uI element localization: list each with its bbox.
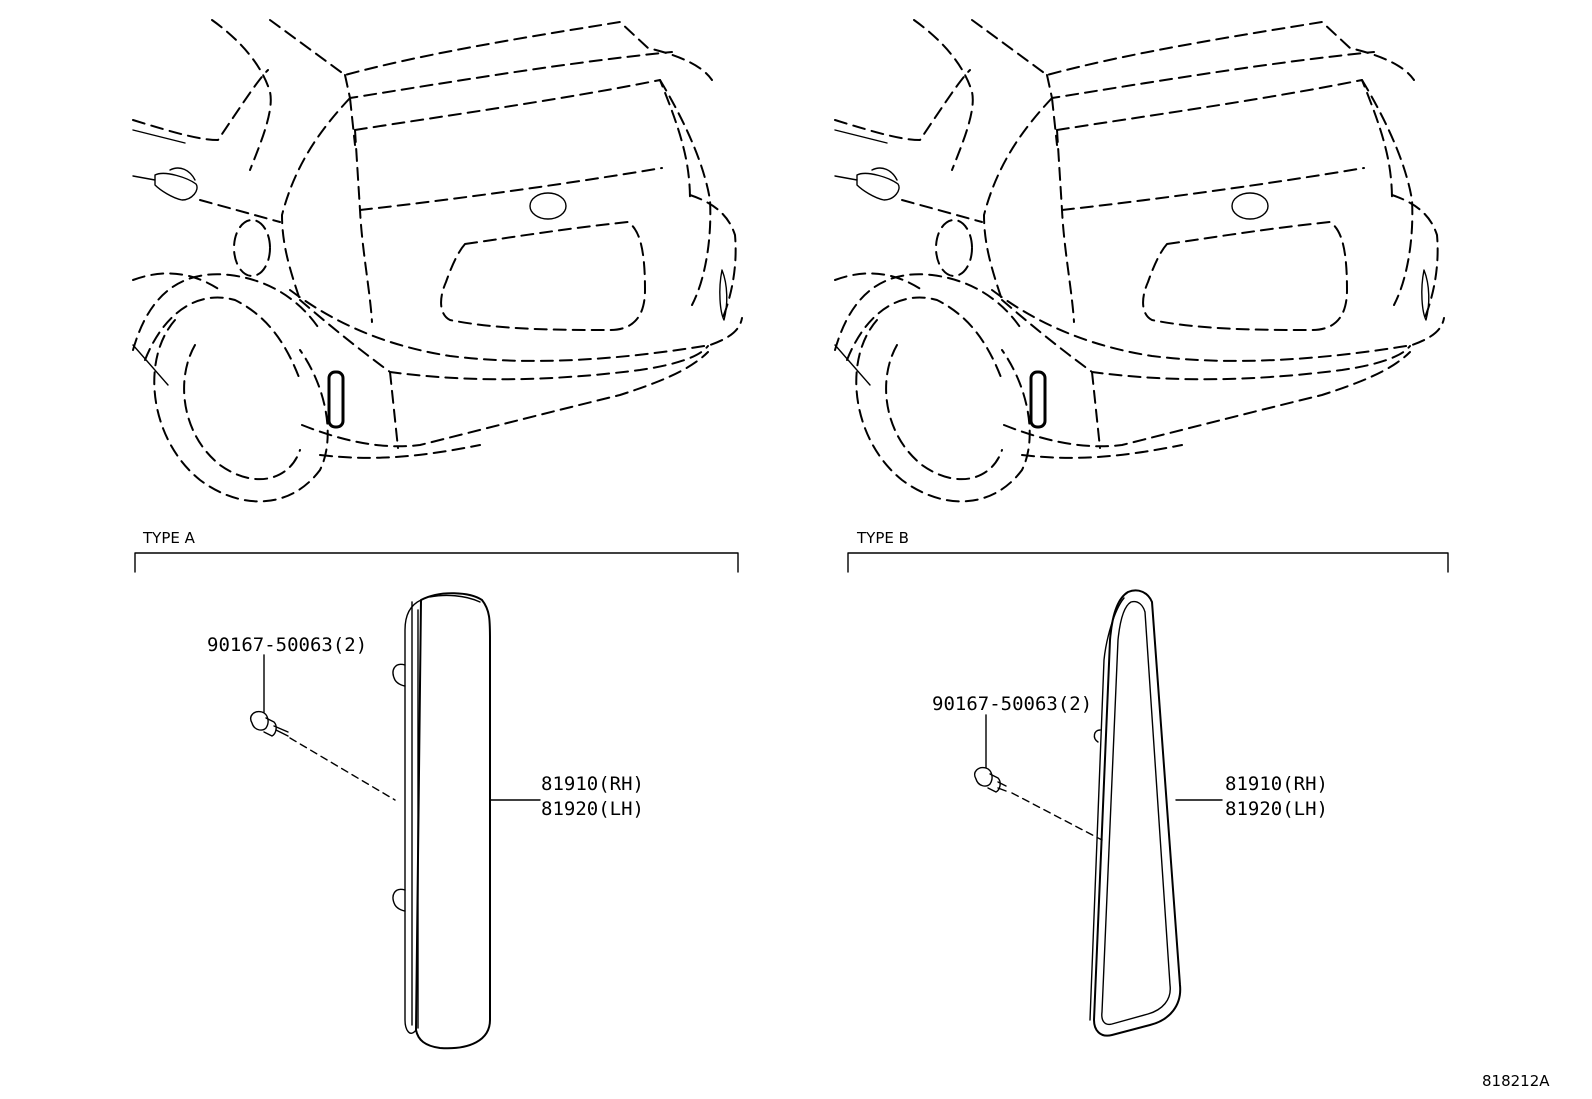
panel-type-a: TYPE A 90167-50063(2) 81910(RH) 81920(LH… xyxy=(134,529,739,1050)
part-number-lh-type-a: 81920(LH) xyxy=(541,798,644,820)
bolt-leader-dash-type-a xyxy=(289,737,396,801)
type-a-label: TYPE A xyxy=(142,529,196,547)
type-a-bracket xyxy=(134,552,739,573)
panel-type-b: TYPE B 90167-50063(2) 81910(RH) 81920(LH… xyxy=(847,529,1449,1037)
bolt-type-b xyxy=(974,714,1007,793)
reflector-type-b xyxy=(1089,589,1182,1037)
type-b-label: TYPE B xyxy=(856,529,909,547)
bolt-part-number-type-a: 90167-50063(2) xyxy=(207,634,367,656)
car-illustration-type-a xyxy=(131,18,744,503)
part-number-rh-type-b: 81910(RH) xyxy=(1225,773,1328,795)
bolt-type-a xyxy=(250,654,289,737)
illustration-id: 818212A xyxy=(1482,1072,1550,1090)
bolt-leader-dash-type-b xyxy=(1011,792,1103,841)
part-number-lh-type-b: 81920(LH) xyxy=(1225,798,1328,820)
bolt-part-number-type-b: 90167-50063(2) xyxy=(932,693,1092,715)
part-number-rh-type-a: 81910(RH) xyxy=(541,773,644,795)
car-illustration-type-b xyxy=(833,18,1446,503)
type-b-bracket xyxy=(847,552,1449,573)
reflector-type-a xyxy=(392,592,491,1050)
